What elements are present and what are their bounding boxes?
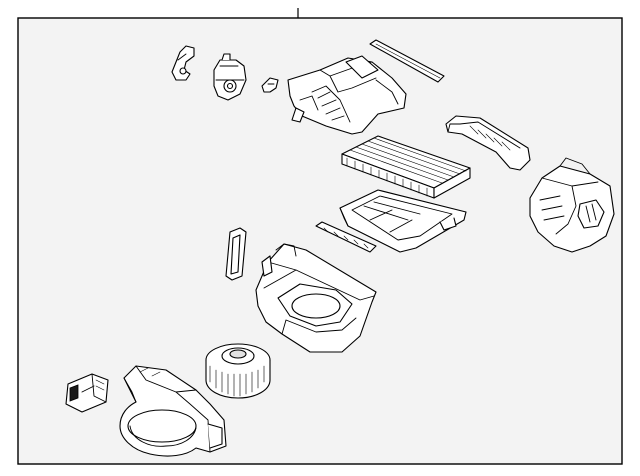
lever-bracket[interactable] xyxy=(171,45,195,81)
cabin-filter[interactable] xyxy=(341,135,471,199)
filter-cover[interactable] xyxy=(445,115,531,171)
seal-strip[interactable] xyxy=(369,39,445,83)
actuator-motor[interactable] xyxy=(213,53,247,101)
o-ring-gasket[interactable] xyxy=(225,227,247,281)
blower-housing-upper[interactable] xyxy=(255,243,377,353)
filter-frame[interactable] xyxy=(339,189,467,253)
intake-door-housing[interactable] xyxy=(287,55,407,135)
blower-motor-fan[interactable] xyxy=(205,343,271,399)
clip[interactable] xyxy=(261,77,279,93)
blower-resistor[interactable] xyxy=(65,373,109,413)
blower-housing-lower[interactable] xyxy=(119,365,227,457)
blend-door-housing[interactable] xyxy=(529,157,615,253)
seal-gasket-strip[interactable] xyxy=(315,221,377,253)
